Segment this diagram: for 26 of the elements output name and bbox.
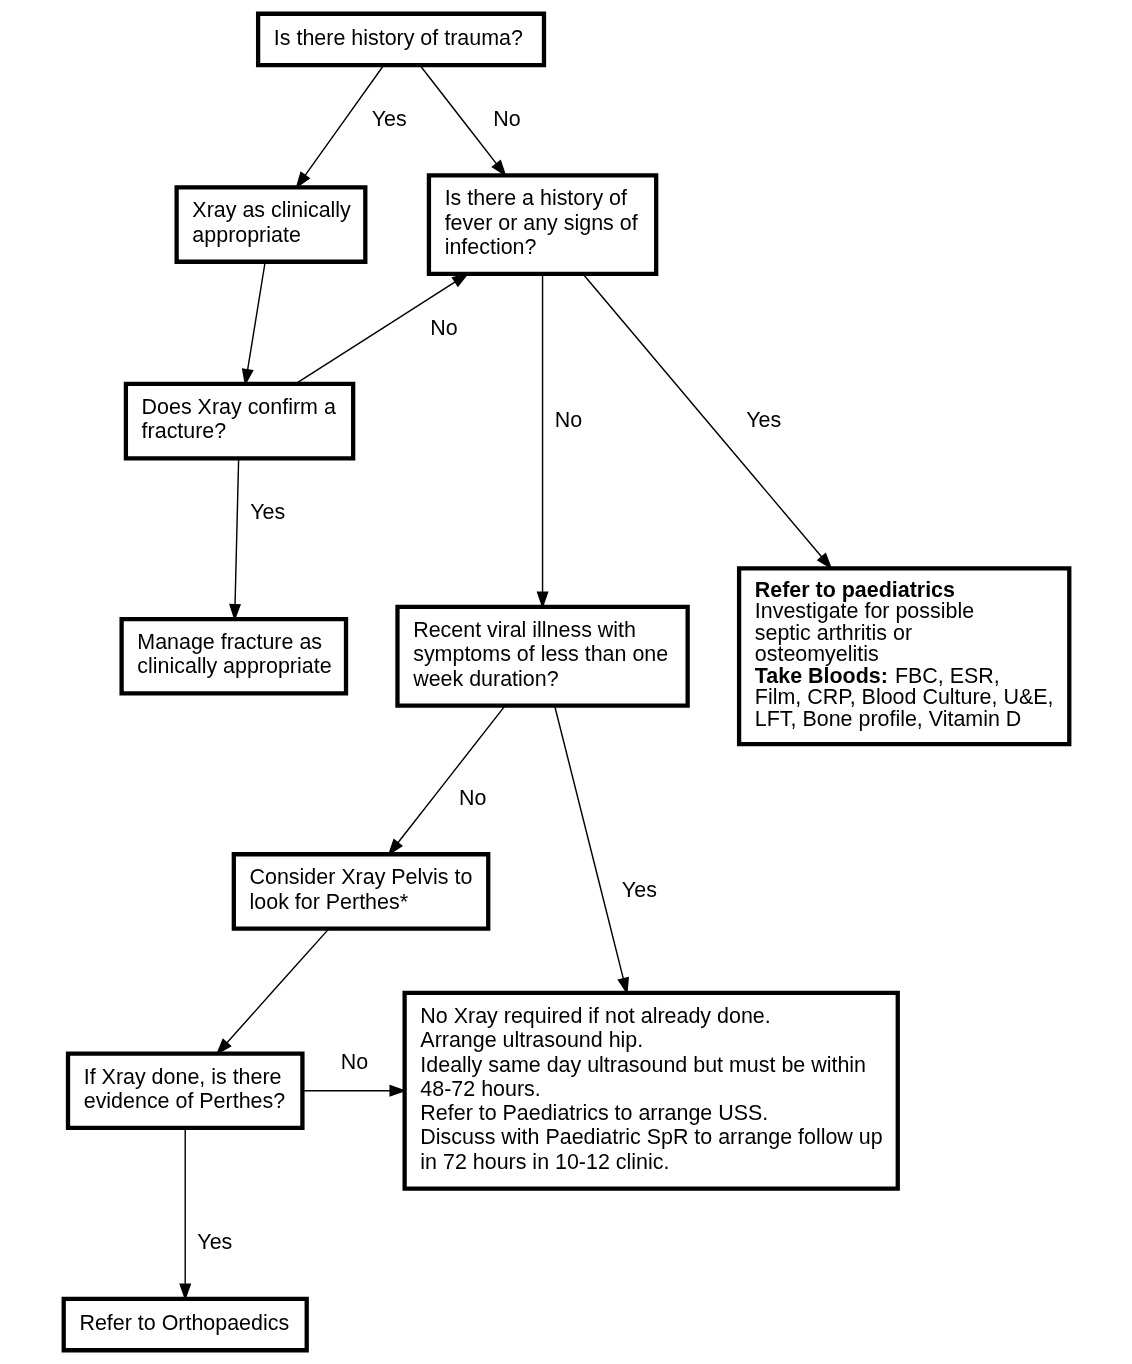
node-box: Consider Xray Pelvis to look for Perthes* <box>231 852 490 931</box>
node-box: Recent viral illness with symptoms of less than one week duration? <box>394 604 690 708</box>
arrow <box>581 273 832 570</box>
edge-label: No <box>340 1049 368 1074</box>
edge-label: Yes <box>371 106 407 131</box>
node-box: Refer to paediatrics Investigate for possible septic arthritis or osteomyelitis Take Bloods: FBC, ESR, Film, CRP, Blood Culture, U&E, LFT, Bone profile, Vitamin D <box>736 566 1071 747</box>
node-box: Xray as clinically appropriate <box>174 185 367 264</box>
node-box: If Xray done, is there evidence of Perthes? <box>65 1051 305 1131</box>
node-box: No Xray required if not already done. Arrange ultrasound hip. Ideally same day ultrasound but must be within 48-72 hours. Refer to Paediatrics to arrange USS. Discuss with Paediatric SpR to arrange follow up in 72 hours in 10-12 clinic. <box>401 990 900 1191</box>
edge-label: Yes <box>249 500 285 525</box>
arrow <box>301 1084 407 1097</box>
edge-label: Yes <box>745 407 781 432</box>
edge-label: Yes <box>196 1230 232 1255</box>
node-box: Refer to Orthopaedics <box>61 1296 309 1353</box>
edge-label: No <box>429 315 458 340</box>
node-box: Is there history of trauma? <box>255 11 546 68</box>
arrow <box>294 273 469 385</box>
arrow <box>418 64 507 177</box>
arrow <box>294 64 384 189</box>
edge-label: Yes <box>621 878 657 903</box>
node-box: Manage fracture as clinically appropriate <box>118 616 348 696</box>
edge-label: No <box>492 106 521 131</box>
node-box: Does Xray confirm a fracture? <box>123 381 355 461</box>
edge-label: No <box>554 407 582 432</box>
node-box: Is there a history of fever or any signs of infection? <box>426 173 658 277</box>
edge-label: No <box>458 785 486 810</box>
